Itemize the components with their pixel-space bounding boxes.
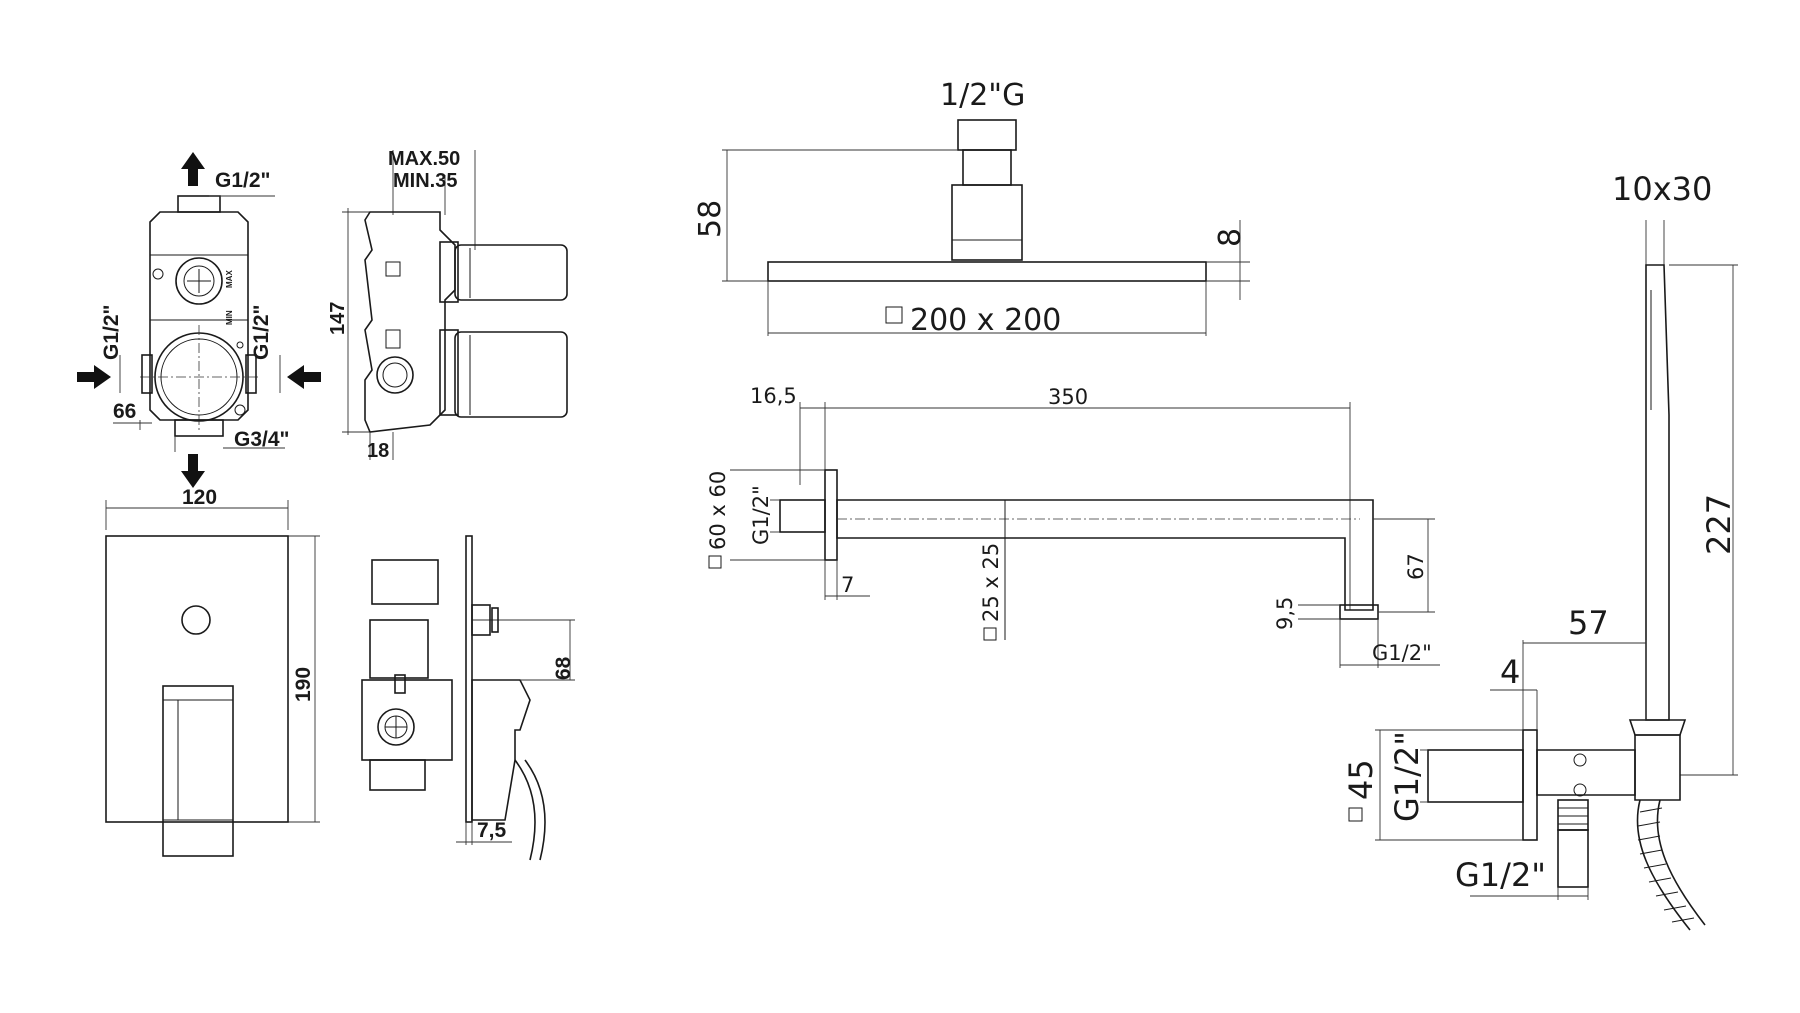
dim-outlet-top: G1/2" <box>215 169 270 192</box>
dim-bracket-projection: 57 <box>1568 604 1609 642</box>
inlet-left-arrow-icon <box>77 365 111 389</box>
inlet-right-arrow-icon <box>287 365 321 389</box>
mixer-valve-side-view: MAX.50 MIN.35 147 18 <box>327 148 568 462</box>
dim-max-depth: MAX.50 <box>388 148 460 170</box>
dim-outlet-bottom: G3/4" <box>234 428 289 451</box>
shower-head-view: 1/2"G 58 8 200 x 200 <box>693 78 1250 338</box>
dim-bracket-thread: G1/2" <box>1388 731 1426 822</box>
dim-plate-height: 190 <box>292 667 315 702</box>
outlet-up-arrow-icon <box>181 152 205 186</box>
dim-arm-flange-offset: 16,5 <box>750 384 797 408</box>
dim-depth-66: 66 <box>113 400 136 423</box>
dim-arm-tube: 25 x 25 <box>979 543 1003 622</box>
dim-arm-length: 350 <box>1048 385 1088 409</box>
dim-arm-flange-depth: 7 <box>841 573 854 597</box>
dim-head-thickness: 8 <box>1213 228 1248 247</box>
dim-inlet-right: G1/2" <box>250 305 273 360</box>
dim-arm-flange: 60 x 60 <box>706 471 730 550</box>
dim-bracket-flange: 45 <box>1342 759 1380 800</box>
hand-shower-view: 10x30 227 57 4 45 G1/2" G1/2" <box>1342 170 1738 931</box>
dim-arm-thread: G1/2" <box>749 485 773 545</box>
dim-head-size: 200 x 200 <box>910 303 1061 338</box>
dim-handle-section: 10x30 <box>1612 170 1712 208</box>
cover-plate-side-view: 68 7,5 <box>361 535 575 861</box>
dim-plate-thickness: 7,5 <box>477 819 507 842</box>
dim-min-depth: MIN.35 <box>393 170 457 192</box>
outlet-down-arrow-icon <box>181 454 205 488</box>
mixer-valve-front-view: G1/2" G1/2" G1/2" MAX MIN 66 G3/4" <box>77 152 321 488</box>
dim-inlet-left: G1/2" <box>100 305 123 360</box>
dim-arm-drop: 67 <box>1404 553 1428 580</box>
dim-bracket-outlet-thread: G1/2" <box>1455 856 1546 894</box>
dim-handle-projection: 68 <box>552 656 575 680</box>
dim-height-147: 147 <box>327 302 349 335</box>
dim-head-thread: 1/2"G <box>940 78 1025 113</box>
dim-arm-outlet-thread: G1/2" <box>1372 641 1432 665</box>
shower-arm-view: 16,5 350 60 x 60 G1/2" 7 25 x 25 67 9,5 … <box>706 384 1440 668</box>
cover-plate-front-view: 120 190 <box>105 486 320 857</box>
dim-bracket-flange-depth: 4 <box>1500 653 1520 691</box>
max-mark: MAX <box>225 270 234 288</box>
dim-hand-shower-length: 227 <box>1700 494 1738 555</box>
dim-head-height: 58 <box>693 200 728 238</box>
dim-plate-width: 120 <box>182 486 217 509</box>
dim-offset-18: 18 <box>367 440 389 462</box>
dim-arm-outlet-depth: 9,5 <box>1273 597 1297 630</box>
min-mark: MIN <box>225 310 234 325</box>
